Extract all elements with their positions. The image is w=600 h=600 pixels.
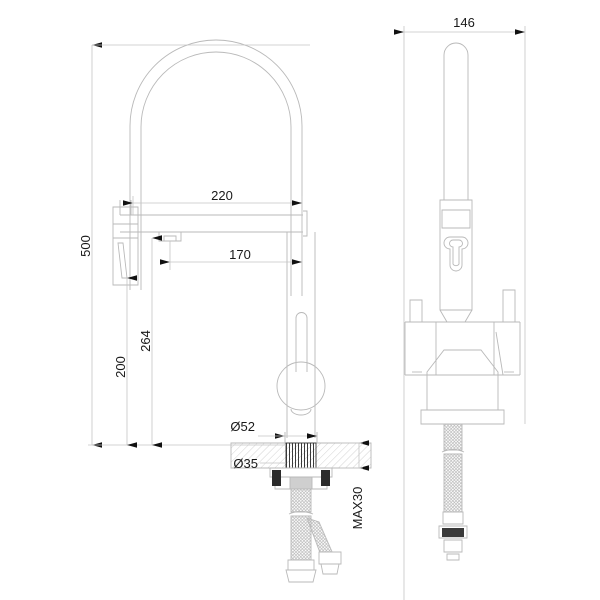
mounting-hardware [269, 467, 333, 490]
bracket-bolt-right [321, 470, 330, 486]
supply-hoses [285, 488, 342, 583]
side-base-flange [420, 409, 505, 425]
hose-nut-left-lower [285, 569, 317, 583]
base-flange-outline [284, 432, 318, 443]
hose-lower-segment-left [290, 515, 312, 561]
bracket-bolt-left [272, 470, 281, 486]
wand-collar-band [441, 209, 471, 229]
dim-label-264: 264 [138, 330, 153, 352]
side-hose-nut-3 [443, 539, 463, 553]
side-base-cone [426, 349, 499, 411]
side-arm-handle-left [409, 299, 423, 323]
dim-label-220: 220 [211, 188, 233, 203]
handle-collar-line [113, 223, 138, 239]
hose-break-line [288, 511, 314, 515]
arm-cartridge-detail [158, 232, 182, 242]
riser-column-outline [286, 232, 316, 438]
side-hose-upper [443, 423, 463, 451]
wand-button-slot [443, 236, 469, 272]
wand-button-slot-inner [449, 239, 463, 267]
handle-body-outline [112, 206, 139, 286]
side-hose-end [446, 553, 460, 561]
side-hose-nut-1 [442, 511, 464, 525]
riser-inner-sleeve [295, 312, 308, 372]
side-arm-lever-right [495, 331, 504, 376]
swivel-arm-end-cap [303, 210, 308, 237]
shank-knurled-section [285, 442, 317, 469]
handle-stem-top [119, 200, 132, 215]
counter-deck [230, 442, 372, 469]
side-hose-break [441, 449, 465, 453]
bracket-mid-slot [289, 476, 313, 490]
dim-label-170: 170 [229, 247, 251, 262]
spout-tube-inner-path [140, 51, 292, 296]
mounting-bracket-plate [269, 467, 333, 478]
pivot-joint-circle [276, 361, 326, 411]
side-arm-handle-right [502, 289, 516, 323]
dim-label-146: 146 [453, 15, 475, 30]
wand-outline [443, 42, 469, 200]
spout-tube-outer-path [129, 39, 303, 296]
wand-body-block [439, 199, 473, 311]
swivel-arm-outline [120, 214, 303, 233]
wand-lower-taper [439, 309, 473, 323]
dimension-lines [88, 26, 526, 600]
front-view-geometry [112, 39, 326, 443]
pivot-joint-notch [290, 408, 312, 416]
hose-nut-right-lower [320, 563, 340, 575]
dimension-labels: 500 264 200 220 170 Ø52 Ø35 MAX30 146 [78, 15, 475, 529]
hose-nut-right [318, 551, 342, 565]
dim-label-200: 200 [113, 356, 128, 378]
side-view-geometry [404, 42, 521, 561]
hose-nut-left-upper [287, 559, 315, 571]
dim-label-d52: Ø52 [230, 419, 255, 434]
side-hose-seal [442, 528, 464, 537]
side-arm-outline [404, 321, 521, 376]
dim-label-max30: MAX30 [350, 487, 365, 530]
hose-upper-segment [290, 488, 312, 513]
dim-label-d35: Ø35 [233, 456, 258, 471]
handle-lever [117, 242, 128, 279]
dim-label-500: 500 [78, 235, 93, 257]
side-hose-lower [443, 453, 463, 513]
